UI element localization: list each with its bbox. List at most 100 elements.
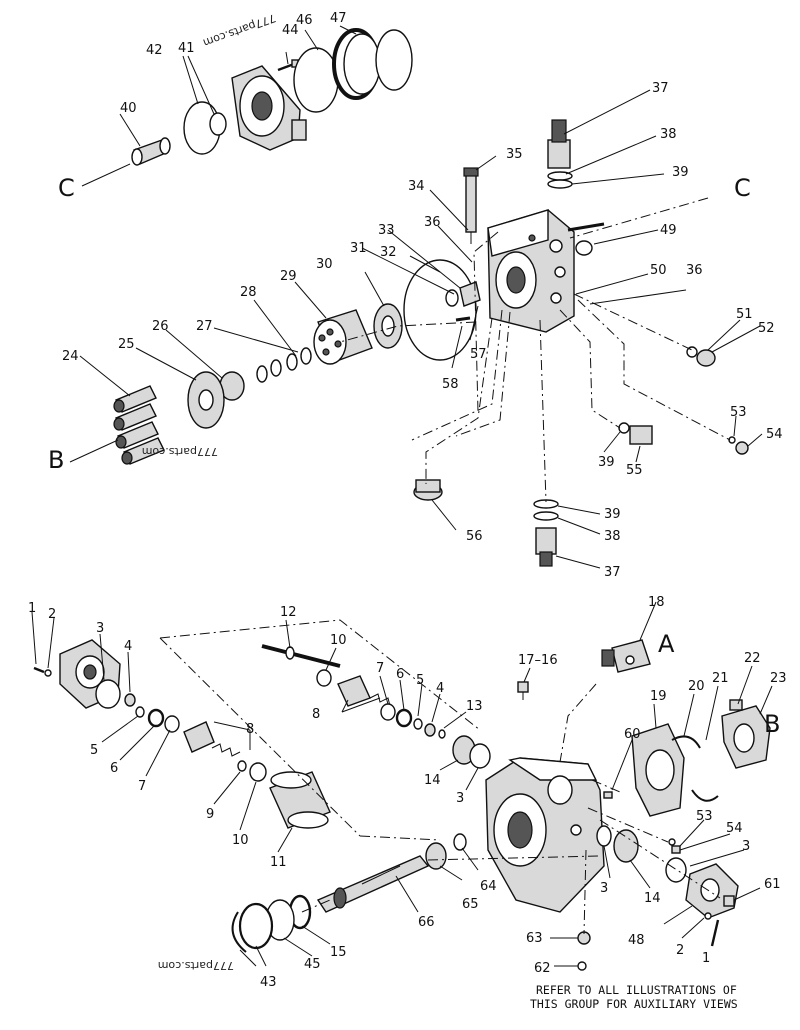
- valve-cartridge-35: [463, 167, 479, 244]
- callout-37-bottom: 37: [604, 565, 621, 580]
- callout-38-bottom: 38: [604, 529, 621, 544]
- callout-52: 52: [758, 321, 775, 336]
- spring-10-upper: [316, 669, 332, 687]
- callout-9: 9: [206, 807, 214, 822]
- callout-66: 66: [418, 915, 435, 930]
- valve-plate-30: [373, 303, 403, 349]
- callout-22: 22: [744, 651, 761, 666]
- watermarks: 777parts.com 777parts.com 777parts.com: [142, 11, 278, 972]
- nut-61: [723, 895, 735, 907]
- view-letter-c-right: C: [734, 174, 751, 202]
- callout-3-mid: 3: [456, 791, 464, 806]
- seal-15-45: [265, 894, 312, 941]
- callout-58: 58: [442, 377, 459, 392]
- watermark-top: 777parts.com: [201, 11, 277, 49]
- bracket-19: [631, 723, 685, 817]
- callout-34: 34: [408, 179, 425, 194]
- sleeve-40: [131, 137, 171, 166]
- end-cover-right-48: [685, 863, 739, 919]
- callout-14: 14: [424, 773, 441, 788]
- callout-57: 57: [470, 347, 487, 362]
- callout-4: 4: [124, 639, 132, 654]
- seal-46: [293, 47, 339, 113]
- leader-lines-lower: [31, 601, 773, 967]
- callout-28: 28: [240, 285, 257, 300]
- ring-46-47: [332, 28, 413, 100]
- callout-39-right: 39: [598, 455, 615, 470]
- spool-12: [261, 644, 341, 668]
- callout-43: 43: [260, 975, 277, 990]
- pump-housing: [485, 757, 605, 913]
- callout-7-upper: 7: [376, 661, 384, 676]
- view-letters: C C B A B: [48, 174, 780, 738]
- plug-56: [413, 479, 443, 501]
- solenoid-valve-18: [601, 639, 651, 673]
- callout-44: 44: [282, 23, 299, 38]
- callout-7: 7: [138, 779, 146, 794]
- callout-41: 41: [178, 41, 195, 56]
- callout-2: 2: [48, 607, 56, 622]
- view-letter-a: A: [658, 630, 675, 658]
- callout-23: 23: [770, 671, 787, 686]
- callout-36: 36: [424, 215, 441, 230]
- gasket-31: [403, 259, 477, 361]
- spring-seat-8-right: [337, 675, 391, 707]
- callout-45: 45: [304, 957, 321, 972]
- callout-6: 6: [110, 761, 118, 776]
- callout-12: 12: [280, 605, 297, 620]
- callout-21: 21: [712, 671, 729, 686]
- callout-50: 50: [650, 263, 667, 278]
- callout-37-top: 37: [652, 81, 669, 96]
- callout-3-right: 3: [600, 881, 608, 896]
- ring-41: [209, 112, 227, 136]
- callout-54-lower: 54: [726, 821, 743, 836]
- screw-1-2-right: [704, 912, 720, 947]
- spring-rings-27-28: [256, 347, 312, 383]
- plug-60: [603, 791, 613, 799]
- oring-3-right: [596, 825, 612, 847]
- callout-29: 29: [280, 269, 297, 284]
- oring-3-left: [95, 679, 121, 709]
- callout-55: 55: [626, 463, 643, 478]
- callout-33: 33: [378, 223, 395, 238]
- callout-18: 18: [648, 595, 665, 610]
- plug-53-54-upper: [728, 436, 749, 455]
- callout-25: 25: [118, 337, 135, 352]
- washer-9-10-left: [237, 760, 267, 782]
- snap-ring-43: [231, 902, 274, 953]
- drive-shaft-66: [316, 855, 430, 913]
- callout-47: 47: [330, 11, 347, 26]
- spring-seat-8-left: [183, 721, 241, 757]
- view-letter-b-upper: B: [48, 446, 64, 474]
- callout-61: 61: [764, 877, 781, 892]
- callout-5-upper: 5: [416, 673, 424, 688]
- callout-46: 46: [296, 13, 313, 28]
- watermark-lower: 777parts.com: [158, 959, 234, 972]
- callout-20: 20: [688, 679, 705, 694]
- footer-note-line1: REFER TO ALL ILLUSTRATIONS OF: [536, 983, 737, 997]
- callout-49: 49: [660, 223, 677, 238]
- callout-60: 60: [624, 727, 641, 742]
- washers-5-6-7-left: [135, 706, 180, 733]
- relief-valve-37-top: [547, 119, 573, 189]
- callout-8: 8: [246, 722, 254, 737]
- callout-39-top: 39: [672, 165, 689, 180]
- callout-14-right: 14: [644, 891, 661, 906]
- callout-54-upper: 54: [766, 427, 783, 442]
- callout-48: 48: [628, 933, 645, 948]
- callout-62: 62: [534, 961, 551, 976]
- oring-3-right-lower: [665, 857, 687, 883]
- callout-42: 42: [146, 43, 163, 58]
- footer-note: REFER TO ALL ILLUSTRATIONS OF THIS GROUP…: [530, 983, 738, 1011]
- nut-4-left: [124, 693, 136, 707]
- callout-3-far-right: 3: [742, 839, 750, 854]
- plug-62-63: [577, 931, 591, 971]
- callout-63: 63: [526, 931, 543, 946]
- callout-27: 27: [196, 319, 213, 334]
- view-letter-c-left: C: [58, 174, 75, 202]
- callout-35: 35: [506, 147, 523, 162]
- callout-40: 40: [120, 101, 137, 116]
- callout-6-upper: 6: [396, 667, 404, 682]
- callout-53-upper: 53: [730, 405, 747, 420]
